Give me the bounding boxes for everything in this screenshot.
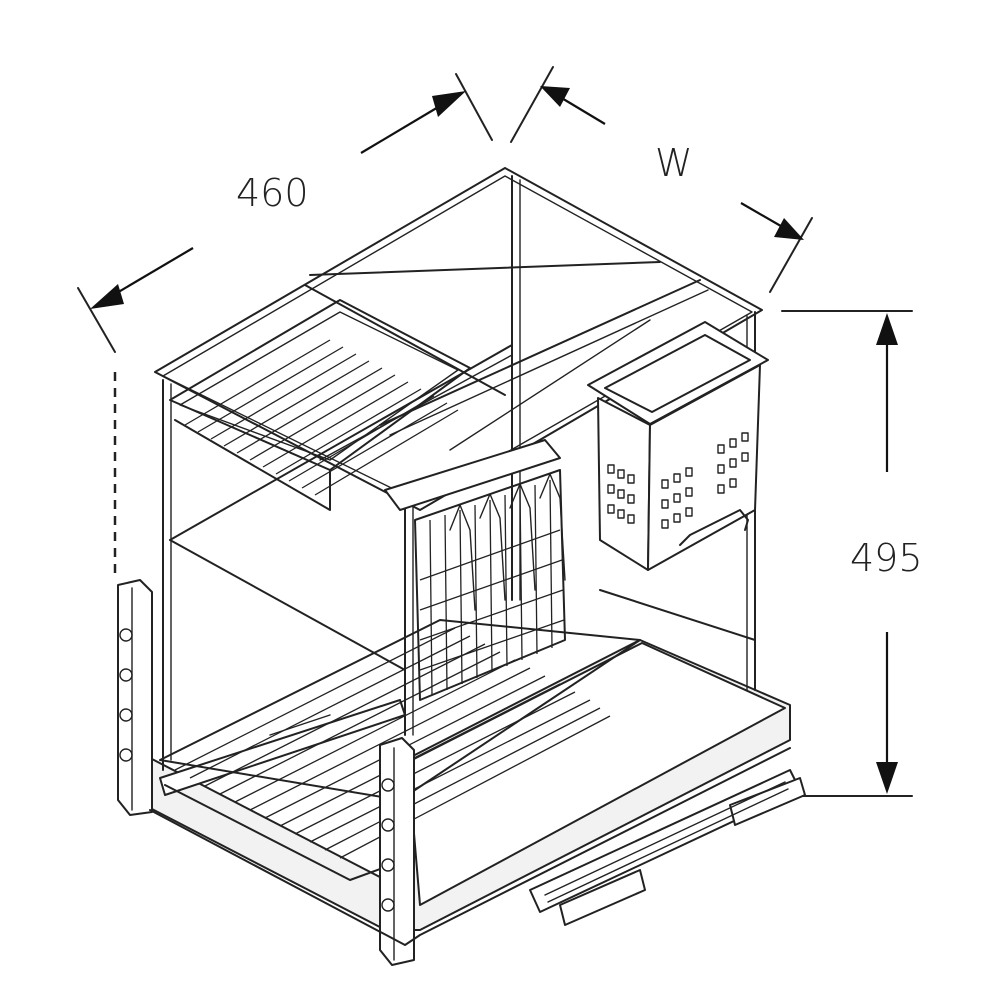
bracket-left-screw-4	[119, 748, 133, 762]
upper-shelf-rim	[169, 299, 471, 471]
center-rack-front	[414, 469, 566, 701]
width-arrow-top-head	[540, 86, 570, 107]
width-extension-bottom	[769, 217, 813, 293]
front-board-edge	[149, 747, 791, 946]
top-divider-5	[449, 319, 651, 451]
bin-slots	[607, 432, 749, 529]
rack-hook-4	[539, 473, 566, 581]
width-arrow-bottom-head	[774, 218, 804, 240]
upper-left-shelf	[169, 299, 471, 511]
center-rack-top	[384, 439, 561, 511]
runner-right-foot	[559, 869, 646, 926]
height-dimension-label: 495	[850, 536, 923, 580]
width-dimension-label: W	[655, 141, 693, 185]
bin-front	[597, 397, 651, 571]
width-extension-top	[510, 66, 554, 143]
width-arrow-bottom-shaft	[740, 202, 787, 230]
top-divider-4	[389, 289, 709, 436]
depth-dimension: 460	[77, 73, 493, 580]
bracket-right-screw-4	[381, 898, 395, 912]
runner-rail-1	[544, 781, 786, 896]
upper-shelf-wires	[184, 339, 459, 496]
upper-shelf-front-lip	[174, 419, 331, 511]
bracket-left-screw-1	[119, 628, 133, 642]
runner-rail-2	[547, 788, 789, 903]
rack-hook-3	[509, 483, 536, 591]
top-divider-3	[379, 279, 701, 426]
depth-arrow-left-shaft	[109, 247, 194, 298]
right-rail-mid	[599, 589, 756, 641]
base-assembly	[149, 639, 806, 941]
center-rack-bars	[419, 479, 565, 696]
top-divider-1	[304, 284, 506, 396]
top-rim-inner	[162, 175, 753, 503]
plastic-bin	[587, 321, 769, 571]
depth-arrow-right-head	[432, 91, 466, 117]
height-dimension: 495	[781, 310, 923, 797]
side-rail-mid	[169, 539, 406, 671]
rack-hook-1	[449, 504, 476, 611]
depth-extension-right	[455, 73, 493, 141]
bracket-right-screw-1	[381, 778, 395, 792]
front-bracket-right	[379, 737, 415, 966]
center-rack	[384, 439, 566, 701]
depth-extension-left	[77, 287, 116, 353]
height-arrow-bottom-head	[876, 762, 898, 794]
rack-hook-2	[479, 493, 506, 601]
bracket-right-screw-3	[381, 858, 395, 872]
width-arrow-top-shaft	[559, 96, 606, 125]
top-divider-2	[309, 261, 661, 276]
top-rim-outer	[154, 167, 763, 511]
floor-board-top	[407, 642, 786, 906]
bin-hanger	[679, 509, 749, 546]
bin-side	[647, 364, 761, 571]
width-dimension: W	[510, 66, 813, 293]
lower-wire-shelf	[159, 619, 641, 881]
bracket-left-screw-2	[119, 668, 133, 682]
depth-arrow-left-head	[90, 284, 124, 309]
bracket-right-body	[379, 737, 415, 966]
bracket-right-screw-2	[381, 818, 395, 832]
bin-inner	[604, 334, 751, 413]
front-bracket-left	[117, 579, 153, 816]
depth-dimension-label: 460	[236, 171, 309, 215]
height-arrow-top-head	[876, 313, 898, 345]
back-rail-mid	[169, 344, 513, 541]
lower-shelf-rim	[159, 619, 641, 801]
depth-arrow-right-shaft	[360, 102, 446, 154]
bracket-left-screw-3	[119, 708, 133, 722]
bracket-left-body	[117, 579, 153, 816]
